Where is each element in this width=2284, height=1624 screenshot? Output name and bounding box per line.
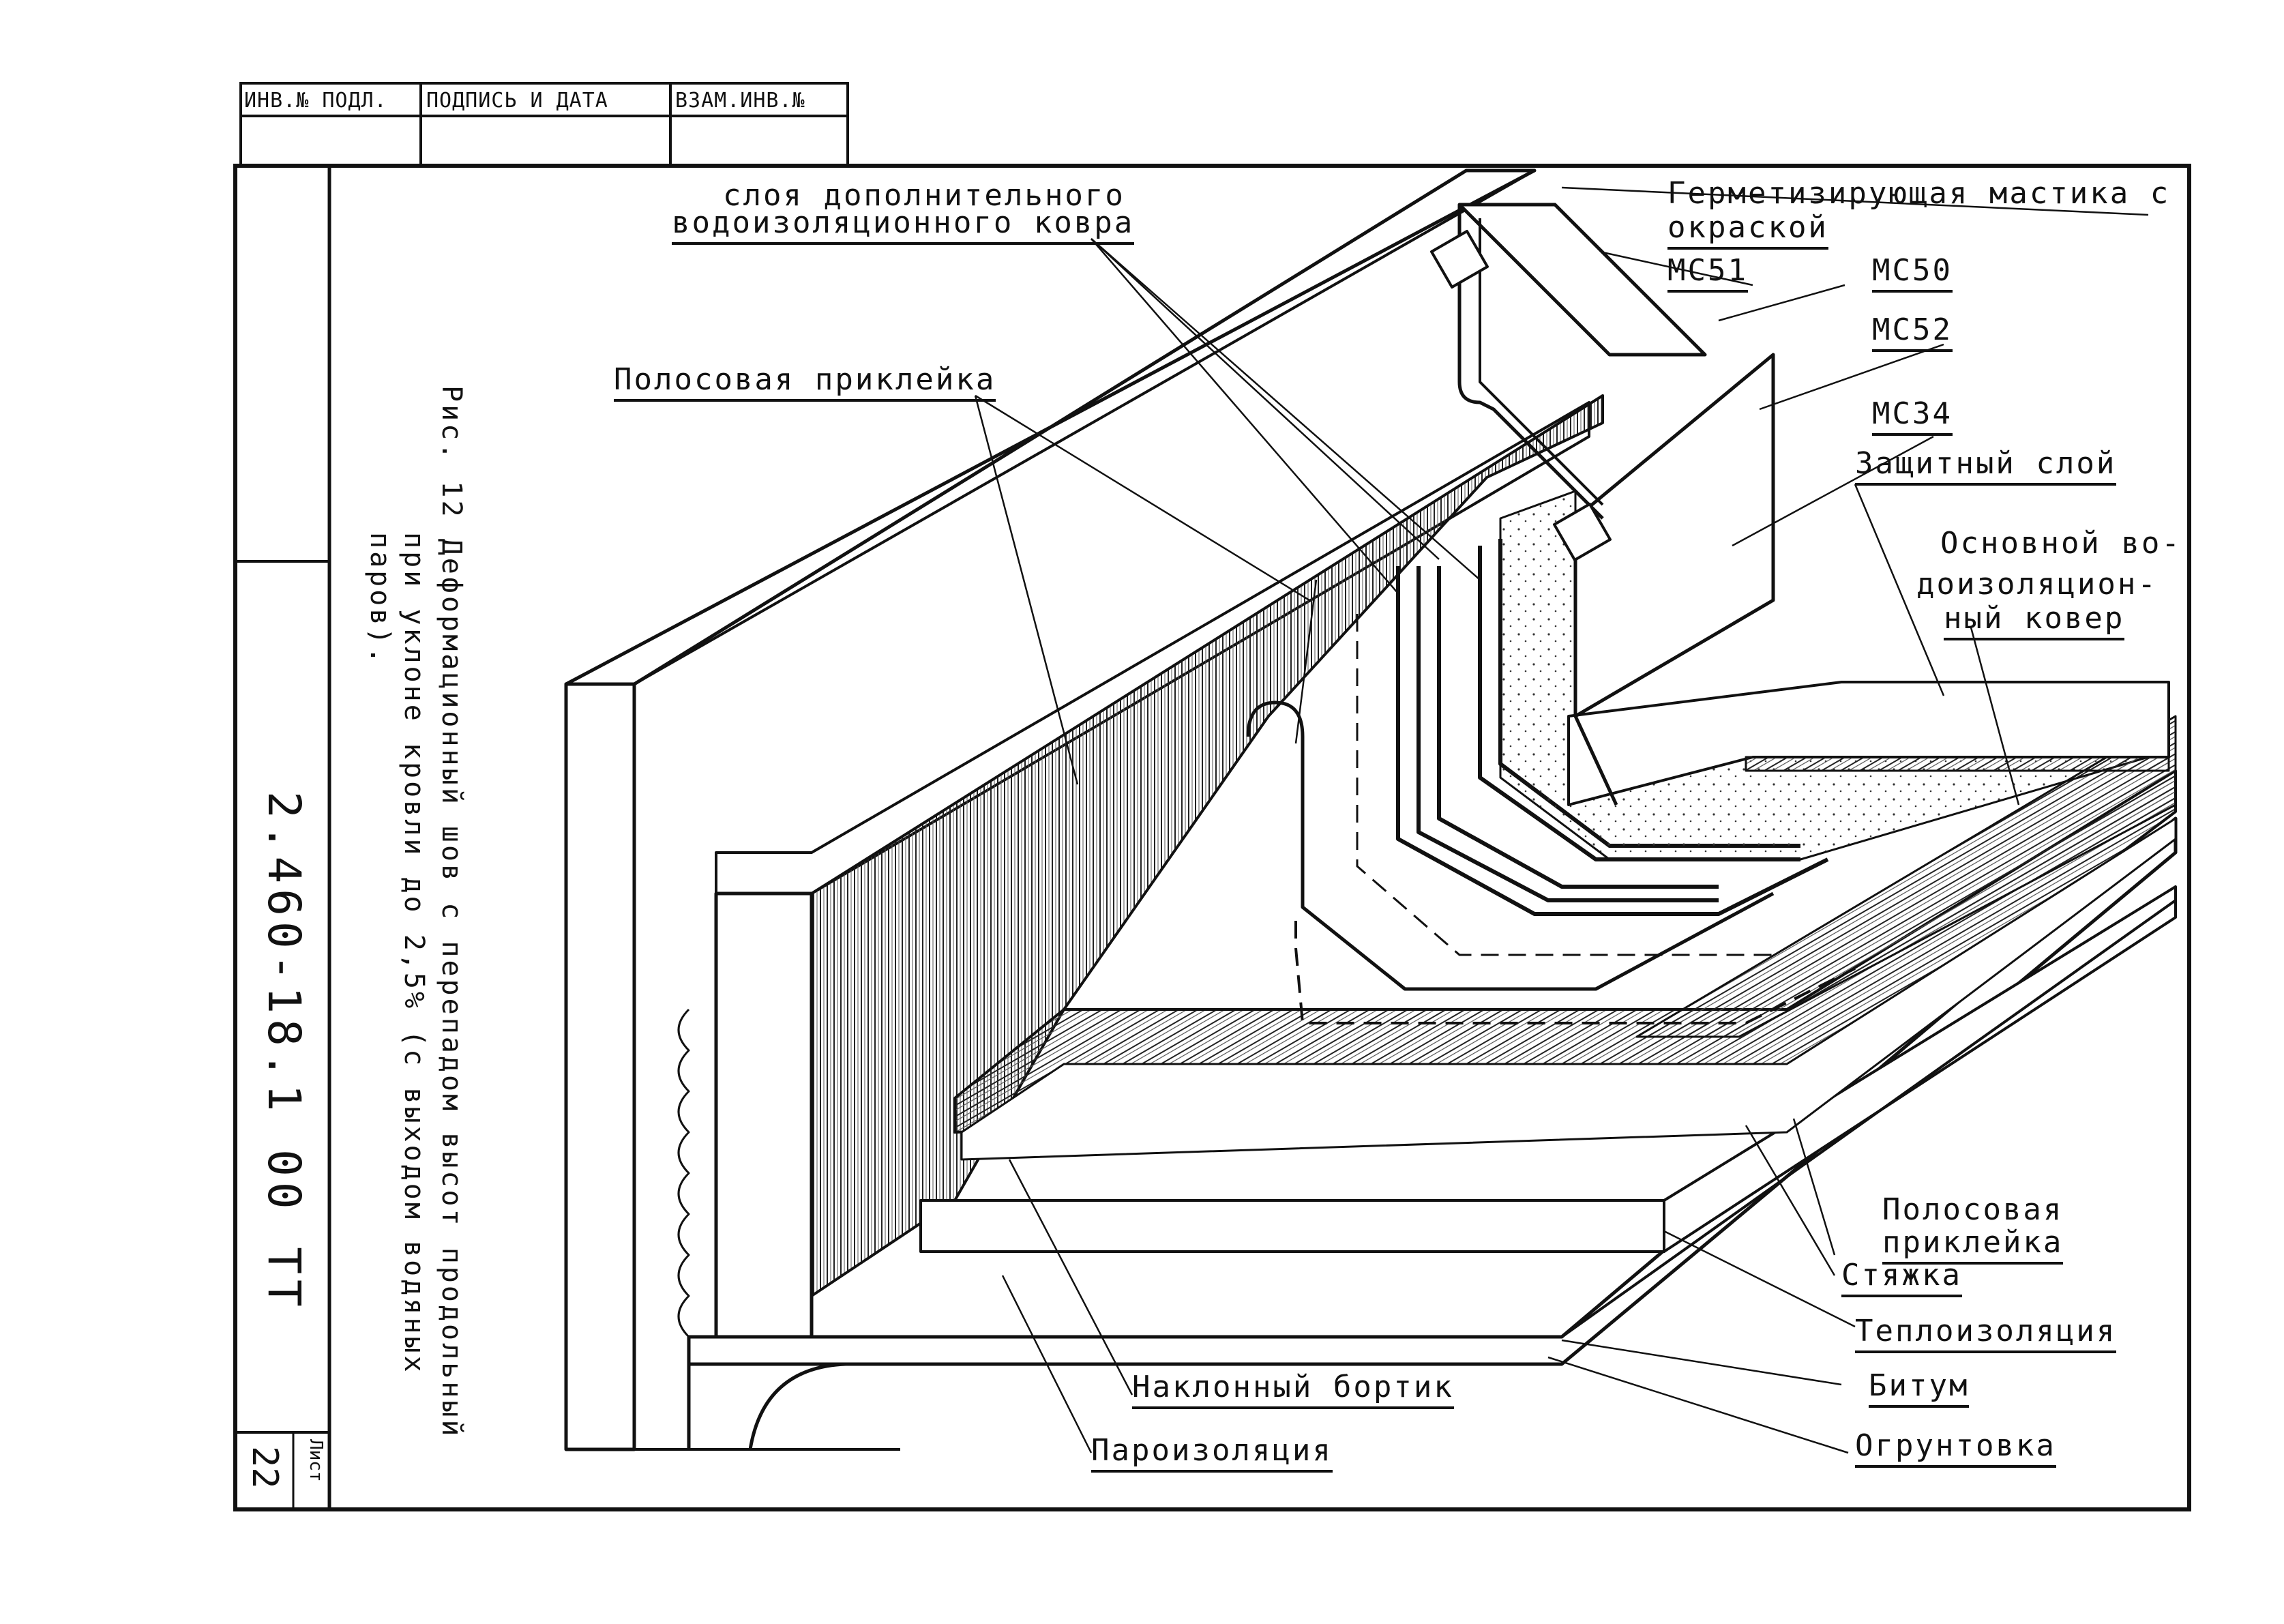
- insulation-block: [919, 1199, 1665, 1253]
- label-additional-carpet-2: водоизоляционного ковра: [672, 208, 1135, 245]
- label-ms51: МС51: [1667, 256, 1748, 293]
- figure-caption-line2: при уклоне кровли до 2,5% (с выходом вод…: [398, 532, 430, 1375]
- parapet-front-face: [564, 682, 636, 1451]
- label-protective: Защитный слой: [1855, 449, 2117, 486]
- label-primer: Огрунтовка: [1855, 1431, 2056, 1468]
- main-carpet-band: [1635, 715, 2177, 1038]
- label-main-carpet-2: доизоляцион-: [1916, 567, 2158, 602]
- stamp-table: [239, 82, 849, 167]
- label-sloped-edge: Наклонный бортик: [1132, 1372, 1454, 1409]
- lower-front-slab: [714, 891, 814, 1339]
- leader-lines: [974, 186, 2149, 1454]
- label-bitumen: Битум: [1869, 1371, 1970, 1408]
- label-strip-glue-top: Полосовая приклейка: [614, 365, 996, 402]
- stamp-inv-podl: ИНВ.№ ПОДЛ.: [244, 89, 387, 113]
- label-sealant-1: Герметизирующая мастика с: [1667, 176, 2171, 211]
- label-strip-glue-bottom-2: приклейка: [1882, 1228, 2064, 1265]
- drawing-frame: [233, 164, 2191, 1511]
- label-insulation: Теплоизоляция: [1855, 1316, 2117, 1353]
- stamp-podpis-data: ПОДПИСЬ И ДАТА: [426, 89, 608, 113]
- figure-caption-line3: паров).: [364, 532, 396, 666]
- label-sealant-2: окраской: [1667, 213, 1828, 250]
- label-ms52: МС52: [1872, 315, 1953, 352]
- label-ms34: МС34: [1872, 399, 1953, 436]
- compensator-outer: [1246, 700, 1775, 991]
- sheet-label: Лист: [306, 1439, 326, 1482]
- label-screed: Стяжка: [1841, 1260, 1962, 1297]
- sloped-edge: [960, 817, 2177, 1161]
- label-vapor-barrier: Пароизоляция: [1091, 1436, 1333, 1473]
- label-strip-glue-bottom-1: Полосовая: [1882, 1192, 2064, 1227]
- parapet-top: [564, 168, 1537, 686]
- label-main-carpet-3: ный ковер: [1944, 604, 2125, 640]
- label-ms50: МС50: [1872, 256, 1953, 293]
- figure-caption-line1: Рис. 12 Деформационный шов с перепадом в…: [436, 385, 467, 1439]
- stamp-vzam-inv: ВЗАМ.ИНВ.№: [675, 89, 805, 113]
- roof-joint-structure: [564, 168, 2178, 1451]
- cap-ms50: [1457, 203, 1707, 357]
- sheet-number: 22: [244, 1446, 285, 1489]
- label-additional-carpet-1: слоя дополнительного: [723, 178, 1125, 213]
- document-code: 2.460-18.1 00 ТТ: [258, 791, 310, 1312]
- label-main-carpet-1: Основной во-: [1940, 526, 2182, 561]
